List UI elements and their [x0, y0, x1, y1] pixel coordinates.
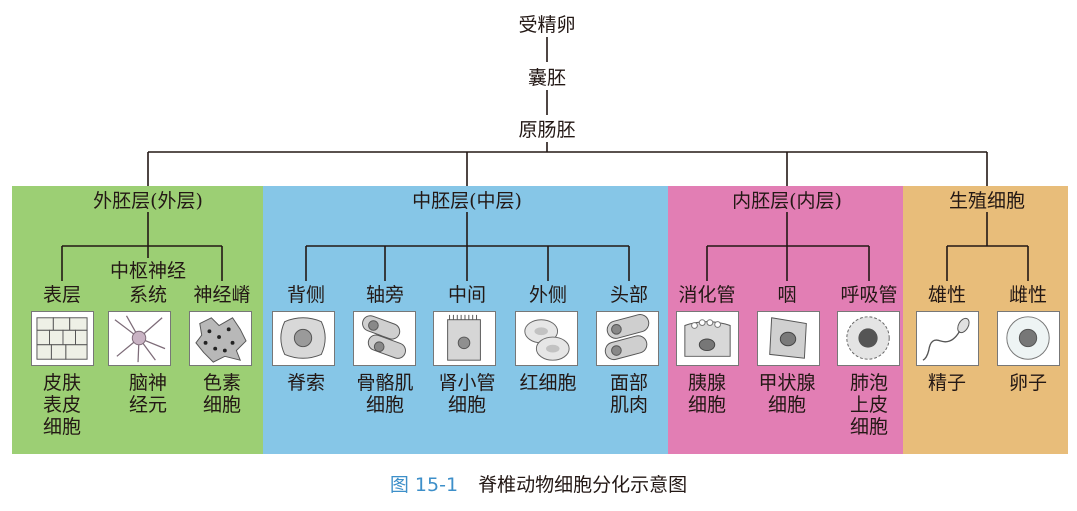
label-line: 上皮 [849, 394, 889, 416]
label-line: 肌肉 [609, 394, 649, 416]
label-line: 细胞 [849, 416, 889, 438]
label-line: 细胞 [42, 416, 82, 438]
ectoderm-title: 外胚层(外层) [93, 190, 203, 212]
label-line: 细胞 [687, 394, 727, 416]
label-line: 甲状腺 [758, 372, 816, 394]
label-line: 面部 [609, 372, 649, 394]
neuron-icon [108, 311, 171, 366]
neuron-label: 脑神经元 [129, 372, 167, 416]
pigment-cell-icon [189, 311, 252, 366]
label-line: 脑神 [128, 372, 168, 394]
figure-title: 脊椎动物细胞分化示意图 [478, 474, 688, 496]
egg-label: 卵子 [1009, 372, 1047, 394]
label-line: 细胞 [767, 394, 807, 416]
neural-crest-label: 神经嵴 [193, 284, 251, 306]
pigment-cell-label: 色素细胞 [203, 372, 241, 416]
intermediate-label: 中间 [447, 284, 487, 306]
egg-icon [997, 311, 1060, 366]
dorsal-label: 背侧 [286, 284, 326, 306]
thyroid-cell-icon [757, 311, 820, 366]
label-line: 肾小管 [438, 372, 496, 394]
muscle-cell-icon [353, 311, 416, 366]
head-label: 头部 [609, 284, 649, 306]
respiratory-tube-label: 呼吸管 [840, 284, 898, 306]
label-line: 细胞 [365, 394, 405, 416]
label-line: 胰腺 [687, 372, 727, 394]
figure-caption: 图 15-1 脊椎动物细胞分化示意图 [0, 470, 1077, 497]
label-line: 皮肤 [42, 372, 82, 394]
thyroid-cell-label: 甲状腺细胞 [758, 372, 815, 416]
female-label: 雌性 [1008, 284, 1048, 306]
lateral-label: 外侧 [528, 284, 568, 306]
face-muscle-icon [596, 311, 659, 366]
figure-number: 图 15-1 [389, 474, 459, 496]
epidermis-cells-icon [31, 311, 94, 366]
label-line: 卵子 [1008, 372, 1048, 394]
fertilized-egg-label: 受精卵 [518, 14, 576, 36]
label-line: 骨骼肌 [356, 372, 414, 394]
sperm-label: 精子 [928, 372, 966, 394]
face-muscle-label: 面部肌肉 [610, 372, 648, 416]
endoderm-title: 内胚层(内层) [732, 190, 842, 212]
notochord-icon [272, 311, 335, 366]
red-blood-cell-icon [515, 311, 578, 366]
red-blood-cell-label: 红细胞 [519, 372, 576, 394]
kidney-tubule-cell-icon [433, 311, 496, 366]
surface-layer-label: 表层 [42, 284, 82, 306]
cns-label-bottom: 系统 [128, 284, 168, 306]
sperm-icon [916, 311, 979, 366]
blastula-label: 囊胚 [527, 67, 567, 89]
pancreas-cell-icon [676, 311, 739, 366]
male-label: 雄性 [927, 284, 967, 306]
digestive-tract-label: 消化管 [678, 284, 736, 306]
label-line: 表皮 [42, 394, 82, 416]
mesoderm-title: 中胚层(中层) [412, 190, 522, 212]
label-line: 脊索 [286, 372, 326, 394]
kidney-tubule-cell-label: 肾小管细胞 [438, 372, 495, 416]
pancreas-cell-label: 胰腺细胞 [688, 372, 726, 416]
label-line: 红细胞 [519, 372, 577, 394]
skeletal-muscle-cell-label: 骨骼肌细胞 [356, 372, 413, 416]
skin-epidermis-cell-label: 皮肤表皮细胞 [43, 372, 81, 438]
paraxial-label: 轴旁 [365, 284, 405, 306]
label-line: 肺泡 [849, 372, 889, 394]
alveolar-cell-icon [837, 311, 900, 366]
label-line: 经元 [128, 394, 168, 416]
pharynx-label: 咽 [777, 284, 797, 306]
label-line: 精子 [927, 372, 967, 394]
alveolar-epithelial-cell-label: 肺泡上皮细胞 [850, 372, 888, 438]
gastrula-label: 原肠胚 [518, 119, 576, 141]
germ-cell-title: 生殖细胞 [948, 190, 1026, 212]
notochord-label: 脊索 [287, 372, 325, 394]
label-line: 细胞 [202, 394, 242, 416]
label-line: 细胞 [447, 394, 487, 416]
label-line: 色素 [202, 372, 242, 394]
cns-label-top: 中枢神经 [109, 260, 187, 282]
